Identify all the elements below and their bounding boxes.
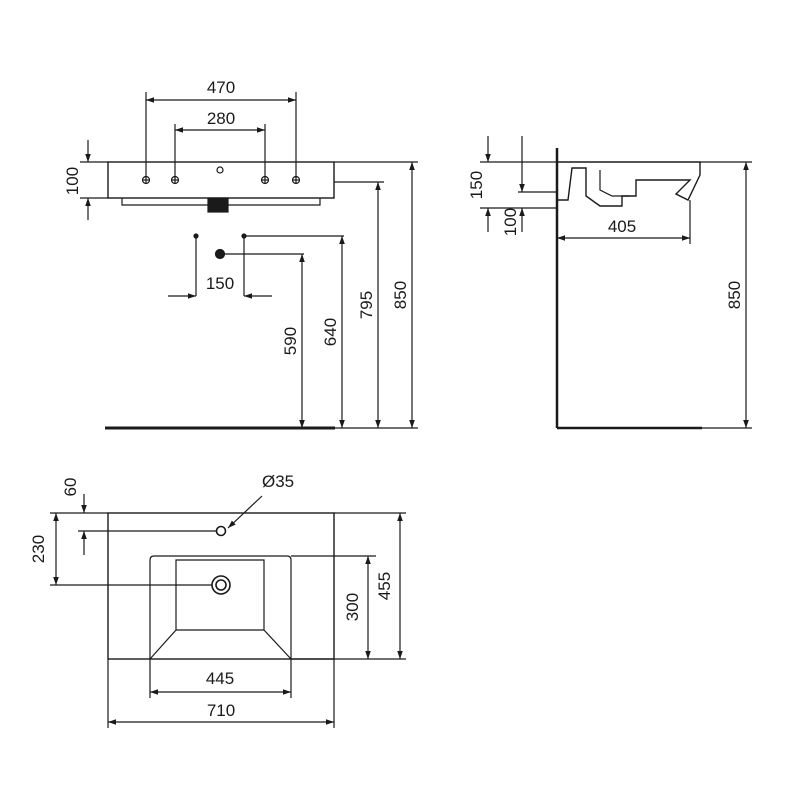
label-150-front: 150 bbox=[206, 274, 234, 293]
label-710: 710 bbox=[207, 701, 235, 720]
label-795: 795 bbox=[357, 291, 376, 319]
label-100-side: 100 bbox=[501, 208, 520, 236]
front-outlet-large bbox=[214, 248, 226, 260]
label-445: 445 bbox=[206, 669, 234, 688]
front-drain-stub bbox=[207, 197, 229, 213]
top-basin-outline bbox=[107, 512, 335, 660]
label-280: 280 bbox=[207, 109, 235, 128]
top-drain-outer bbox=[211, 575, 231, 595]
label-100-front: 100 bbox=[63, 167, 82, 195]
side-basin-profile bbox=[557, 161, 701, 207]
label-850-side: 850 bbox=[725, 281, 744, 309]
top-tap-hole bbox=[215, 525, 227, 537]
front-view bbox=[80, 92, 418, 430]
label-455: 455 bbox=[375, 572, 394, 600]
dimension-labels: 470 280 100 150 590 640 795 850 150 100 … bbox=[29, 78, 744, 720]
leader-tap-hole bbox=[227, 495, 263, 529]
top-bowl-inner bbox=[175, 559, 265, 631]
label-850-front: 850 bbox=[391, 281, 410, 309]
label-470: 470 bbox=[207, 78, 235, 97]
label-640: 640 bbox=[321, 318, 340, 346]
label-405: 405 bbox=[608, 217, 636, 236]
label-230: 230 bbox=[29, 535, 48, 563]
front-fixing-holes bbox=[141, 175, 301, 185]
label-300: 300 bbox=[343, 593, 362, 621]
front-tap-hole bbox=[216, 166, 224, 174]
label-150-side: 150 bbox=[467, 171, 486, 199]
top-drain-inner bbox=[215, 579, 227, 591]
label-60: 60 bbox=[61, 478, 80, 497]
top-bowl-outer bbox=[149, 555, 292, 659]
side-view bbox=[480, 136, 752, 430]
label-diameter-35: Ø35 bbox=[262, 472, 294, 491]
label-590: 590 bbox=[281, 327, 300, 355]
top-view bbox=[50, 494, 406, 728]
